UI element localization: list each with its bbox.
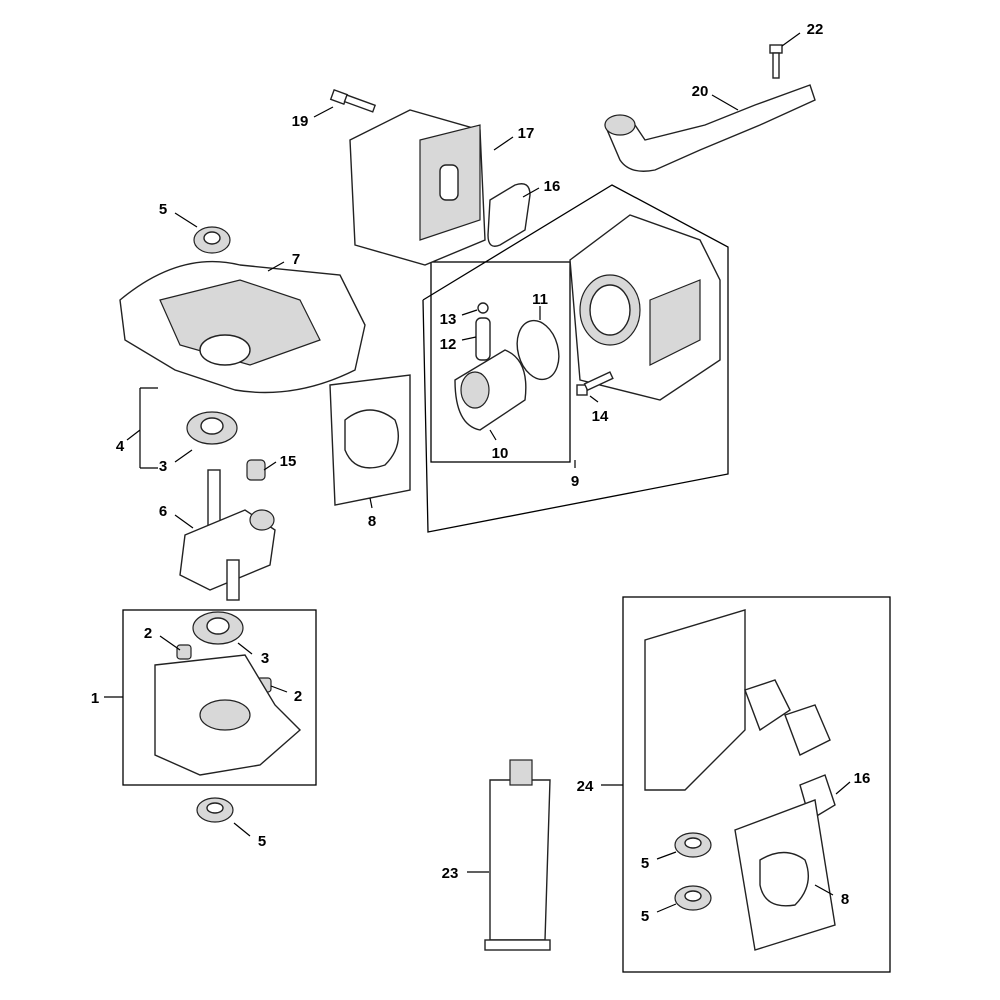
cylinder bbox=[569, 214, 721, 401]
piston-group-box bbox=[430, 261, 571, 463]
needle-bearing-15 bbox=[246, 459, 266, 481]
callout-24: 24 bbox=[577, 778, 594, 795]
sealant-tube-23 bbox=[484, 759, 551, 951]
seal-5-kit-a bbox=[674, 832, 712, 858]
callout-13: 13 bbox=[440, 311, 457, 328]
callout-4: 4 bbox=[116, 438, 125, 455]
crankcase-half-4 bbox=[119, 260, 366, 394]
crankshaft-6 bbox=[179, 469, 276, 601]
callout-15: 15 bbox=[280, 453, 297, 470]
callout-14: 14 bbox=[592, 408, 609, 425]
bearing-3-lower bbox=[192, 611, 244, 645]
callout-16: 16 bbox=[544, 178, 561, 195]
gasket-set-24 bbox=[644, 609, 836, 951]
callout-20: 20 bbox=[692, 83, 709, 100]
callout-5: 5 bbox=[159, 201, 167, 218]
piston-ring-11 bbox=[516, 319, 560, 381]
callout-3: 3 bbox=[159, 458, 167, 475]
seal-5-bottom bbox=[196, 797, 234, 823]
leader-lines bbox=[104, 32, 851, 913]
cylinder-group-box bbox=[422, 184, 729, 533]
callout-19: 19 bbox=[292, 113, 309, 130]
crankcase-half-1 bbox=[154, 654, 302, 776]
callout-17: 17 bbox=[518, 125, 535, 142]
callout-12: 12 bbox=[440, 336, 457, 353]
gasket-8-upper bbox=[329, 374, 411, 506]
callout-22: 22 bbox=[807, 21, 824, 38]
callout-6: 6 bbox=[159, 503, 167, 520]
callout-9: 9 bbox=[571, 473, 579, 490]
bearing-3-upper bbox=[186, 411, 238, 445]
circlip-13 bbox=[477, 302, 489, 314]
seal-5-kit-b bbox=[674, 885, 712, 911]
sleeve-2-left bbox=[176, 644, 192, 660]
callout-10: 10 bbox=[492, 445, 509, 462]
callout-3: 3 bbox=[261, 650, 269, 667]
callout-7: 7 bbox=[292, 251, 300, 268]
callout-2: 2 bbox=[294, 688, 302, 705]
screw-19 bbox=[329, 89, 377, 113]
gasket-16 bbox=[487, 183, 531, 247]
muffler-17 bbox=[349, 109, 486, 266]
callout-5: 5 bbox=[641, 855, 649, 872]
seal-5-top bbox=[193, 226, 231, 254]
callout-11: 11 bbox=[532, 291, 548, 308]
intake-manifold-20 bbox=[604, 84, 816, 172]
piston-pin-12 bbox=[475, 317, 491, 361]
screw-22 bbox=[769, 44, 783, 79]
piston-10 bbox=[454, 349, 527, 431]
callout-5: 5 bbox=[641, 908, 649, 925]
callout-16: 16 bbox=[854, 770, 871, 787]
callout-8: 8 bbox=[841, 891, 849, 908]
screw-14 bbox=[576, 371, 614, 396]
callout-1: 1 bbox=[91, 690, 99, 707]
callout-5: 5 bbox=[258, 833, 266, 850]
callout-8: 8 bbox=[368, 513, 376, 530]
callout-23: 23 bbox=[442, 865, 459, 882]
callout-2: 2 bbox=[144, 625, 152, 642]
